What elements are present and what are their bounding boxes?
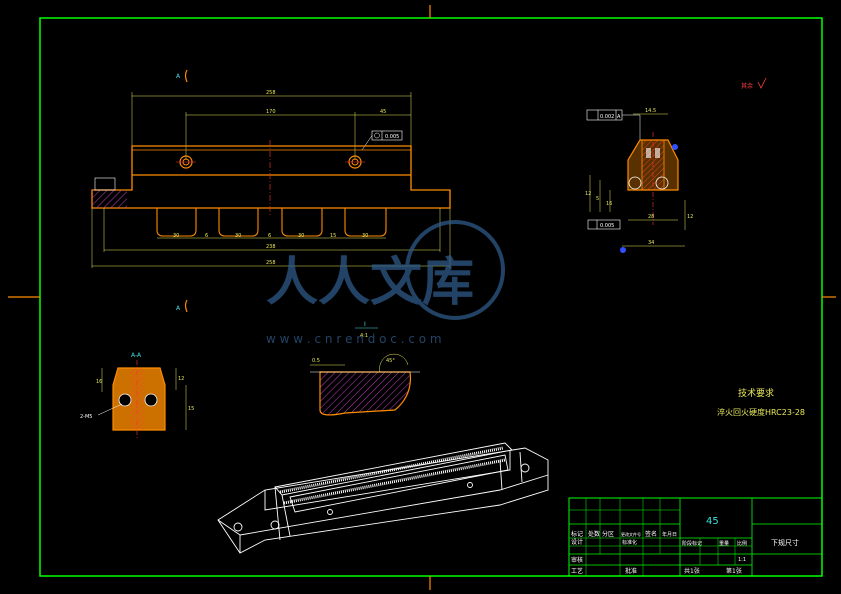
tb-header-3: 分区 xyxy=(602,530,614,538)
slot-dim-3: 30 xyxy=(235,233,241,239)
slot-dim-5: 30 xyxy=(298,233,304,239)
tech-line: 淬火回火硬度HRC23-28 xyxy=(717,407,805,417)
dim-inner-length: 238 xyxy=(266,244,276,250)
section-dim-1: 16 xyxy=(96,379,102,385)
side-dim-top: 14.5 xyxy=(645,108,656,114)
title-block: 标记 处数 分区 更改文件号 签名 年月日 设计 标准化 45 阶段标记 重量 … xyxy=(568,497,823,577)
section-mark-bottom: A xyxy=(176,305,181,312)
tb-row-standard: 标准化 xyxy=(622,539,637,546)
side-tolerance-bottom: 0.005 xyxy=(600,223,614,229)
side-dim-left-2: 5 xyxy=(596,196,599,202)
front-view: A A 258 170 45 0.005 xyxy=(91,69,451,313)
tb-weight: 重量 xyxy=(719,540,729,547)
watermark: 人人文库 w w w . c n r e n d o c . c o m xyxy=(266,220,505,346)
tb-header-1: 标记 xyxy=(571,530,583,538)
side-datum-label: A xyxy=(617,114,621,120)
tb-process: 工艺 xyxy=(571,567,583,575)
tb-header-6: 年月日 xyxy=(662,531,677,538)
side-dim-right: 12 xyxy=(687,214,693,220)
detail-angle: 45° xyxy=(386,358,395,364)
watermark-url: w w w . c n r e n d o c . c o m xyxy=(266,332,442,346)
tb-header-2: 处数 xyxy=(588,530,600,538)
section-dim-2: 12 xyxy=(178,376,184,382)
side-tolerance-top: 0.002 xyxy=(600,114,614,120)
roughness-note: 其余 xyxy=(741,82,753,90)
watermark-brand: 人人文库 xyxy=(266,253,474,313)
slot-dim-2: 6 xyxy=(205,233,208,239)
section-mark-top: A xyxy=(176,73,181,80)
slot-dim-4: 6 xyxy=(268,233,271,239)
detail-label: I xyxy=(364,321,366,328)
detail-scale: 4:1 xyxy=(360,333,368,339)
detail-dim: 0.5 xyxy=(312,358,320,364)
side-view: 0.002 A 14.5 12 5 16 28 34 12 0.005 xyxy=(585,108,693,253)
tb-sheet-no: 第1张 xyxy=(726,567,742,575)
section-dim-3: 15 xyxy=(188,406,194,412)
side-dim-left-1: 12 xyxy=(585,191,591,197)
tb-approve: 批准 xyxy=(625,567,637,575)
tb-row-design: 设计 xyxy=(571,538,583,546)
dim-hole-spacing: 170 xyxy=(266,109,276,115)
tb-stage: 阶段标记 xyxy=(682,540,702,547)
section-note: 2-M5 xyxy=(80,414,92,420)
dim-hole-offset: 45 xyxy=(380,109,386,115)
slot-dim-6: 15 xyxy=(330,233,336,239)
drawing-frame xyxy=(8,5,836,590)
tb-header-4: 更改文件号 xyxy=(621,531,641,537)
tb-header-5: 签名 xyxy=(645,530,657,538)
tb-part-name: 下规尺寸 xyxy=(771,538,799,547)
tb-sheet-total: 共1张 xyxy=(684,567,700,575)
isometric-view xyxy=(217,442,549,554)
tb-material: 45 xyxy=(706,516,719,527)
section-aa-view: A-A 16 12 15 2-M5 xyxy=(80,352,194,438)
side-dim-bottom-1: 28 xyxy=(648,214,654,220)
dim-overall-length: 258 xyxy=(266,260,276,266)
section-aa-label: A-A xyxy=(131,352,142,359)
slot-dim-7: 30 xyxy=(362,233,368,239)
dim-overall-top: 258 xyxy=(266,90,276,96)
tb-review: 审核 xyxy=(571,556,583,564)
tolerance-frame-front: 0.005 xyxy=(385,134,399,140)
tb-scale-label: 比例 xyxy=(737,540,747,547)
side-dim-left-3: 16 xyxy=(606,201,612,207)
tb-scale-value: 1:1 xyxy=(738,557,746,563)
tech-title: 技术要求 xyxy=(738,387,774,399)
detail-view: I 4:1 0.5 45° xyxy=(310,321,420,416)
slot-dim-1: 30 xyxy=(173,233,179,239)
side-dim-bottom-2: 34 xyxy=(648,240,654,246)
